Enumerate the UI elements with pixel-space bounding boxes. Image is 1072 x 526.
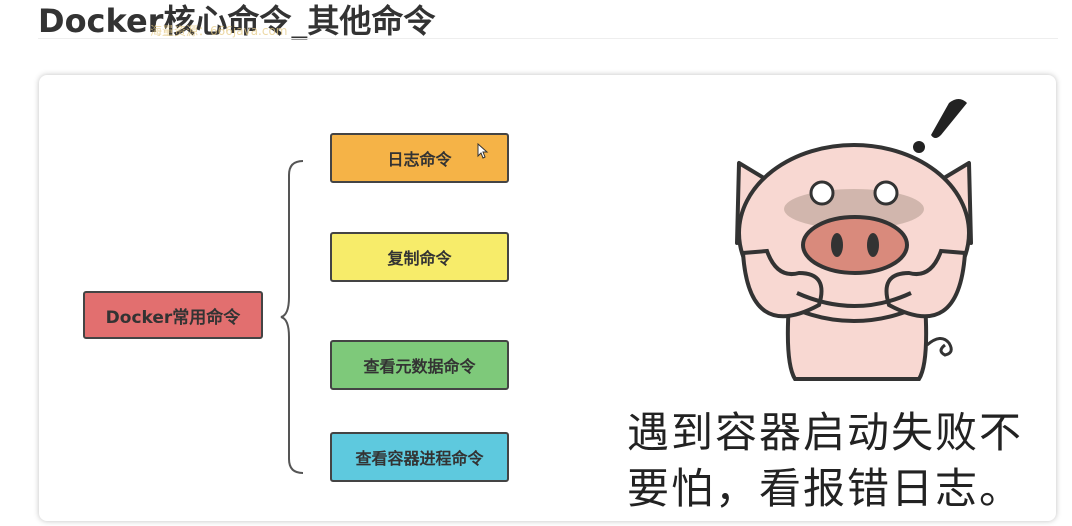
- branch-node-inspect: 查看元数据命令: [330, 340, 509, 390]
- pig-caption: 遇到容器启动失败不 要怕，看报错日志。: [627, 405, 1047, 517]
- pig-illustration: [735, 99, 973, 381]
- branch-node-copy: 复制命令: [330, 232, 509, 282]
- root-node: Docker常用命令: [83, 291, 263, 339]
- exclamation-icon: [931, 99, 967, 138]
- brace-connector: [280, 160, 304, 474]
- watermark: 海量资源：666java.com: [150, 24, 288, 38]
- caption-line-2: 要怕，看报错日志。: [627, 464, 1024, 513]
- title-divider: [38, 38, 1058, 39]
- page-title: Docker核心命令_其他命令: [38, 2, 436, 40]
- slide-card: Docker常用命令 日志命令 复制命令 查看元数据命令 查看容器进程命令 遇到: [39, 75, 1056, 521]
- branch-node-top: 查看容器进程命令: [330, 432, 509, 482]
- branch-node-logs: 日志命令: [330, 133, 509, 183]
- caption-line-1: 遇到容器启动失败不: [627, 408, 1024, 457]
- mouse-cursor-icon: [477, 143, 489, 159]
